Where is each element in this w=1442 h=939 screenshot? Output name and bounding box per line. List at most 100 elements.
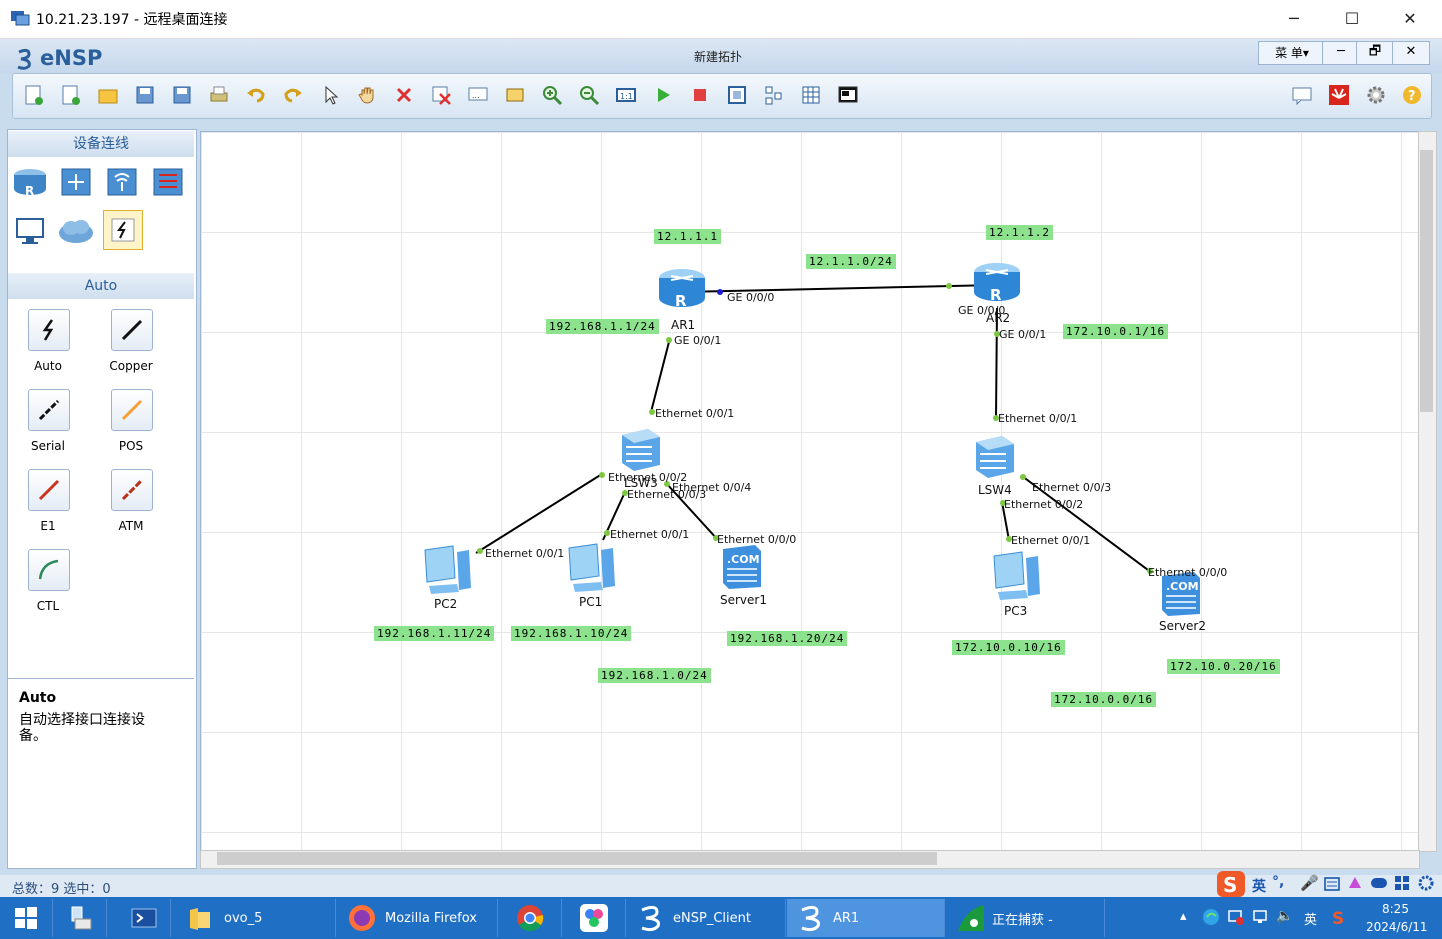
text-annotation-icon[interactable]: ...	[466, 83, 490, 107]
ip-label[interactable]: 172.10.0.20/16	[1167, 659, 1280, 674]
maximize-button[interactable]: ☐	[1344, 9, 1360, 28]
print-icon[interactable]	[207, 83, 231, 107]
server2-icon[interactable]: .COM	[1158, 570, 1204, 618]
start-button[interactable]	[0, 899, 53, 937]
status-bar	[0, 875, 1442, 897]
hand-pan-icon[interactable]	[355, 83, 379, 107]
help-icon[interactable]: ?	[1400, 83, 1424, 107]
zoom-out-icon[interactable]	[577, 83, 601, 107]
server-manager-icon[interactable]	[54, 899, 107, 937]
console-icon[interactable]	[836, 83, 860, 107]
ip-label[interactable]: 192.168.1.11/24	[374, 626, 495, 641]
serial-cable-icon[interactable]	[28, 389, 70, 431]
pos-cable-icon[interactable]	[111, 389, 153, 431]
grid-icon[interactable]	[799, 83, 823, 107]
svg-text:...: ...	[472, 91, 480, 100]
taskbar-firefox[interactable]: Mozilla Firefox	[337, 899, 498, 937]
ip-label[interactable]: 192.168.1.0/24	[598, 668, 711, 683]
server1-icon[interactable]: .COM	[719, 543, 765, 591]
undo-icon[interactable]	[244, 83, 268, 107]
menu-button[interactable]: 菜 单▾	[1258, 41, 1326, 65]
ip-label[interactable]: 172.10.0.0/16	[1051, 692, 1157, 707]
tray-expand-icon[interactable]: ▴	[1180, 909, 1187, 924]
app-close-button[interactable]: ✕	[1392, 41, 1430, 65]
ctl-cable-icon[interactable]	[28, 549, 70, 591]
stop-device-icon[interactable]	[688, 83, 712, 107]
close-button[interactable]: ✕	[1403, 9, 1417, 28]
device-section-header[interactable]: 设备连线	[8, 131, 194, 157]
new-project-icon[interactable]	[59, 83, 83, 107]
cloud-category-icon[interactable]	[57, 212, 95, 250]
ip-label[interactable]: 12.1.1.0/24	[806, 254, 896, 269]
save-icon[interactable]	[133, 83, 157, 107]
ip-label[interactable]: 192.168.1.20/24	[727, 631, 848, 646]
ensp-icon	[801, 905, 820, 932]
ip-label[interactable]: 12.1.1.1	[654, 229, 721, 244]
fit-view-icon[interactable]: 1:1	[614, 83, 638, 107]
rectangle-icon[interactable]	[503, 83, 527, 107]
clock-time[interactable]: 8:25	[1382, 902, 1409, 916]
select-pointer-icon[interactable]	[318, 83, 342, 107]
punctuation-icon[interactable]: °,	[1272, 874, 1285, 890]
cable-section-header[interactable]: Auto	[8, 273, 194, 299]
huawei-icon[interactable]	[1327, 83, 1351, 107]
taskbar-app-colorful[interactable]	[563, 899, 626, 937]
ip-label[interactable]: 12.1.1.2	[986, 225, 1053, 240]
minimize-button[interactable]: ─	[1289, 9, 1299, 28]
router-category-icon[interactable]: R	[11, 163, 49, 201]
new-topology-icon[interactable]	[22, 83, 46, 107]
topology-tree-icon[interactable]	[762, 83, 786, 107]
redo-icon[interactable]	[281, 83, 305, 107]
cable-category-icon[interactable]	[103, 210, 143, 250]
taskbar-chrome[interactable]	[499, 899, 562, 937]
save-as-icon[interactable]	[170, 83, 194, 107]
ip-label[interactable]: 172.10.0.1/16	[1063, 324, 1169, 339]
remote-desktop-title-bar	[0, 0, 1442, 39]
microphone-icon[interactable]: 🎤	[1300, 874, 1319, 892]
clock-date[interactable]: 2024/6/11	[1366, 920, 1428, 934]
ip-label[interactable]: 192.168.1.10/24	[511, 626, 632, 641]
switch-lsw4-icon[interactable]	[972, 434, 1018, 478]
router-ar1-icon[interactable]: R	[657, 266, 707, 312]
delete-link-icon[interactable]	[429, 83, 453, 107]
taskbar-wireshark[interactable]: 正在捕获 -	[946, 899, 1105, 937]
firewall-category-icon[interactable]	[149, 163, 187, 201]
switch-lsw3-icon[interactable]	[618, 427, 664, 471]
pos-cable-label: POS	[118, 439, 144, 453]
horizontal-scrollbar[interactable]	[200, 850, 1420, 869]
pc1-icon[interactable]	[563, 542, 619, 594]
pc2-icon[interactable]	[419, 544, 475, 596]
copper-cable-icon[interactable]	[111, 309, 153, 351]
switch-category-icon[interactable]	[57, 163, 95, 201]
auto-cable-icon[interactable]	[28, 309, 70, 351]
ime-toolbar[interactable]: S 英 °, 🎤	[1214, 870, 1442, 898]
ime-language[interactable]: 英	[1252, 879, 1266, 895]
chat-icon[interactable]	[1290, 83, 1314, 107]
start-device-icon[interactable]	[651, 83, 675, 107]
tray-ime-language[interactable]: 英	[1304, 913, 1318, 928]
ip-label[interactable]: 192.168.1.1/24	[546, 319, 659, 334]
sogou-icon: S	[1217, 871, 1245, 897]
pc-category-icon[interactable]	[11, 212, 49, 250]
app-minimize-button[interactable]: ─	[1322, 41, 1360, 65]
taskbar-ar1[interactable]: AR1	[787, 899, 945, 937]
open-icon[interactable]	[96, 83, 120, 107]
taskbar-ensp-client[interactable]: eNSP_Client	[627, 899, 786, 937]
settings-gear-icon[interactable]	[1364, 83, 1388, 107]
atm-cable-icon[interactable]	[111, 469, 153, 511]
topology-canvas[interactable]	[200, 131, 1420, 852]
port-label: Ethernet 0/0/1	[610, 528, 690, 541]
delete-icon[interactable]	[392, 83, 416, 107]
taskbar-folder-ovo5[interactable]: ovo_5	[180, 899, 336, 937]
vertical-scrollbar[interactable]	[1418, 131, 1437, 852]
wireless-category-icon[interactable]	[103, 163, 141, 201]
ip-label[interactable]: 172.10.0.10/16	[952, 640, 1065, 655]
app-restore-button[interactable]: 🗗	[1356, 41, 1394, 65]
powershell-icon[interactable]	[118, 899, 171, 937]
volume-icon[interactable]: 🔈	[1276, 908, 1294, 924]
router-ar2-icon[interactable]: R	[972, 260, 1022, 306]
zoom-in-icon[interactable]	[540, 83, 564, 107]
e1-cable-icon[interactable]	[28, 469, 70, 511]
pc3-icon[interactable]	[988, 550, 1044, 602]
capture-icon[interactable]	[725, 83, 749, 107]
